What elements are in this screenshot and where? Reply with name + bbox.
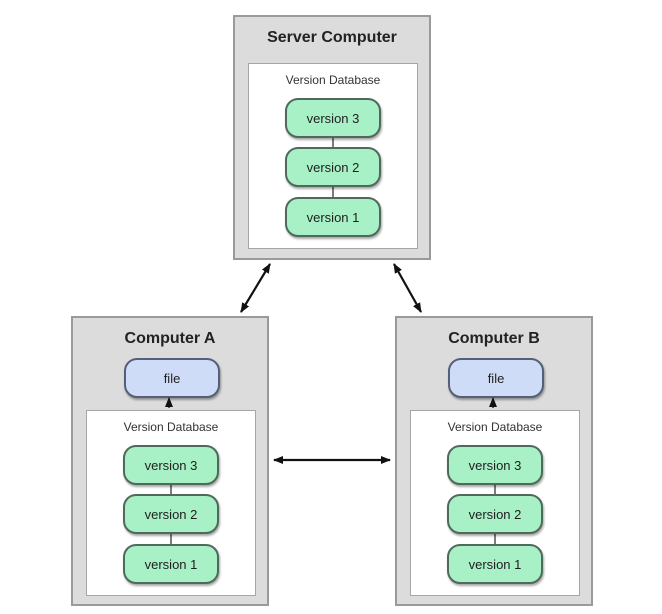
computer-b-version-3: version 3 [447,445,543,485]
computer-a-version-database-label: Version Database [123,420,219,434]
computer-a-version-1: version 1 [123,544,219,584]
server-version-3: version 3 [285,98,381,138]
computer-b-version-2: version 2 [447,494,543,534]
server-computer-title: Server Computer [267,29,397,46]
computer-b-version-1: version 1 [447,544,543,584]
computer-a-version-3: version 3 [123,445,219,485]
arrow-server-to-computer-a [240,263,271,313]
server-version-database-label: Version Database [285,73,381,87]
server-computer-box: Server Computer Version Database version… [233,15,431,260]
server-version-1: version 1 [285,197,381,237]
server-version-database: Version Database version 3 version 2 ver… [248,63,418,249]
computer-b-version-link-1 [494,482,496,496]
computer-b-title: Computer B [448,330,540,347]
computer-a-file: file [124,358,220,398]
computer-a-box: Computer A file Version Database version… [71,316,269,606]
server-version-2: version 2 [285,147,381,187]
computer-b-box: Computer B file Version Database version… [395,316,593,606]
computer-a-version-link-2 [170,532,172,546]
computer-a-version-link-1 [170,482,172,496]
computer-b-version-database: Version Database version 3 version 2 ver… [410,410,580,596]
server-version-link-2 [332,185,334,199]
computer-b-version-link-2 [494,532,496,546]
arrow-server-to-computer-b [393,263,422,313]
computer-a-title: Computer A [124,330,216,347]
computer-a-version-database: Version Database version 3 version 2 ver… [86,410,256,596]
computer-a-version-2: version 2 [123,494,219,534]
computer-b-version-database-label: Version Database [447,420,543,434]
server-version-link-1 [332,135,334,149]
